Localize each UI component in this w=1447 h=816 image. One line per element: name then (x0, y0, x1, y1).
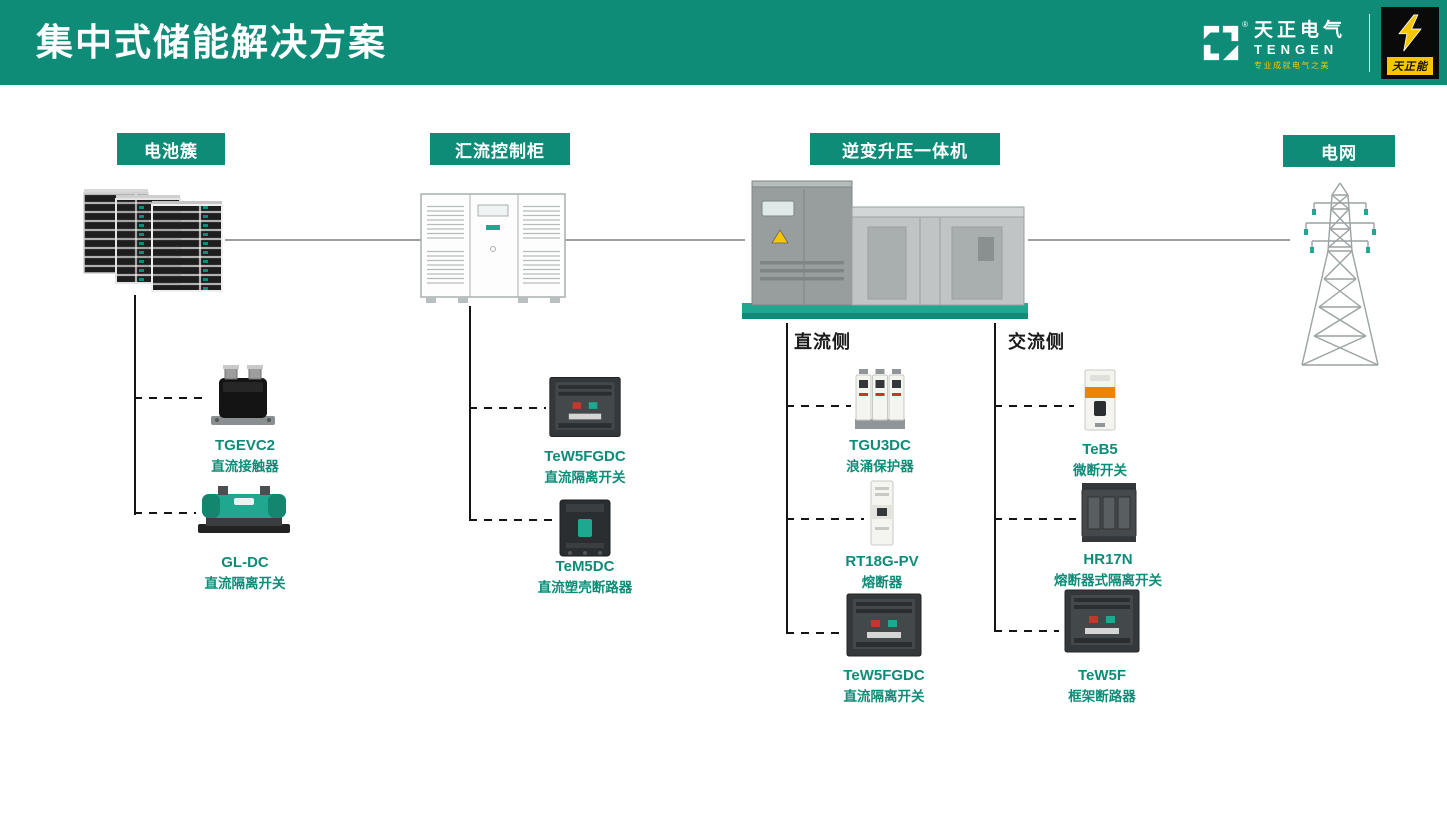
combiner-cabinet-image (418, 191, 568, 306)
dc-isolator-icon (196, 478, 292, 540)
branch-dash-line (786, 632, 843, 634)
stage-label-inverter-unit: 逆变升压一体机 (810, 133, 1000, 165)
product-desc: 熔断器 (861, 575, 903, 590)
product-name: TeW5FGDC (544, 448, 626, 465)
logo-text-cn: 天正电气 (1253, 19, 1346, 41)
transmission-tower-image (1284, 181, 1396, 371)
tengen-logo-icon (1203, 25, 1239, 60)
product-name: HR17N (1083, 551, 1133, 568)
branch-dash-line (786, 518, 864, 520)
ac-side-branch-line (994, 323, 996, 631)
product-name: RT18G-PV (845, 553, 919, 570)
lightning-fist-icon (1398, 14, 1422, 51)
branch-dash-line (994, 518, 1076, 520)
registered-mark: ® (1242, 20, 1248, 29)
branch-dash-line (134, 512, 196, 514)
branch-dash-line (134, 397, 206, 399)
product-name: TeM5DC (555, 558, 615, 575)
product-name: TGEVC2 (214, 437, 275, 454)
inverter-unit-image (740, 177, 1030, 322)
branch-dash-line (469, 519, 552, 521)
logo-tagline: 专业成就电气之美 (1253, 60, 1330, 70)
product-desc: 直流接触器 (211, 459, 279, 474)
product-desc: 浪涌保护器 (846, 459, 914, 474)
air-circuit-breaker-icon (1061, 586, 1143, 656)
molded-case-breaker-icon (552, 497, 618, 559)
header-bar: 集中式储能解决方案 ® 天正电气 TENGEN 专业成就电气之美 (0, 0, 1447, 85)
product-name: TeB5 (1082, 441, 1118, 458)
branch-dash-line (786, 405, 851, 407)
connector-combiner-to-inverter (565, 239, 745, 241)
dc-contactor-icon (205, 362, 281, 430)
branch-dash-line (994, 405, 1074, 407)
branch-dash-line (994, 630, 1059, 632)
stage-label-combiner-cabinet: 汇流控制柜 (430, 133, 570, 165)
product-desc: 微断开关 (1073, 463, 1127, 478)
dc-side-branch-line (786, 323, 788, 633)
connector-inverter-to-grid (1028, 239, 1290, 241)
air-circuit-breaker-icon (546, 372, 624, 442)
badge-label: 天正能 (1387, 56, 1433, 75)
product-name: TeW5FGDC (843, 667, 925, 684)
product-desc: 直流隔离开关 (544, 470, 626, 485)
product-desc: 直流隔离开关 (843, 689, 925, 704)
combiner-branch-line (469, 306, 471, 520)
mascot-badge: 天正能 (1381, 6, 1439, 79)
stage-label-grid: 电网 (1283, 135, 1395, 167)
product-desc: 框架断路器 (1068, 689, 1136, 704)
product-desc: 直流隔离开关 (204, 576, 286, 591)
diagram-canvas: 电池簇 汇流控制柜 逆变升压一体机 电网 TGEVC2 直流接触器 (0, 85, 1447, 816)
product-name: TGU3DC (849, 437, 911, 454)
header-divider (1369, 13, 1370, 72)
product-name: GL-DC (221, 554, 269, 571)
dc-side-label: 直流侧 (794, 332, 851, 352)
product-desc: 熔断器式隔离开关 (1054, 573, 1162, 588)
page-title: 集中式储能解决方案 (36, 22, 387, 63)
miniature-circuit-breaker-icon (1076, 367, 1124, 433)
fuse-icon (864, 477, 900, 549)
branch-dash-line (469, 407, 546, 409)
connector-battery-to-combiner (225, 239, 425, 241)
product-name: TeW5F (1077, 667, 1127, 684)
battery-cluster-image (72, 185, 232, 295)
product-desc: 直流塑壳断路器 (537, 580, 633, 595)
battery-branch-line (134, 295, 136, 515)
stage-label-battery-cluster: 电池簇 (117, 133, 225, 165)
brand-area: ® 天正电气 TENGEN 专业成就电气之美 天正能 (1200, 0, 1439, 85)
surge-protector-icon (851, 367, 909, 433)
air-circuit-breaker-icon (843, 590, 925, 660)
logo-text: 天正电气 TENGEN 专业成就电气之美 (1254, 15, 1346, 71)
fuse-switch-icon (1078, 479, 1140, 545)
logo-text-en: TENGEN (1253, 41, 1339, 57)
ac-side-label: 交流侧 (1008, 332, 1065, 352)
